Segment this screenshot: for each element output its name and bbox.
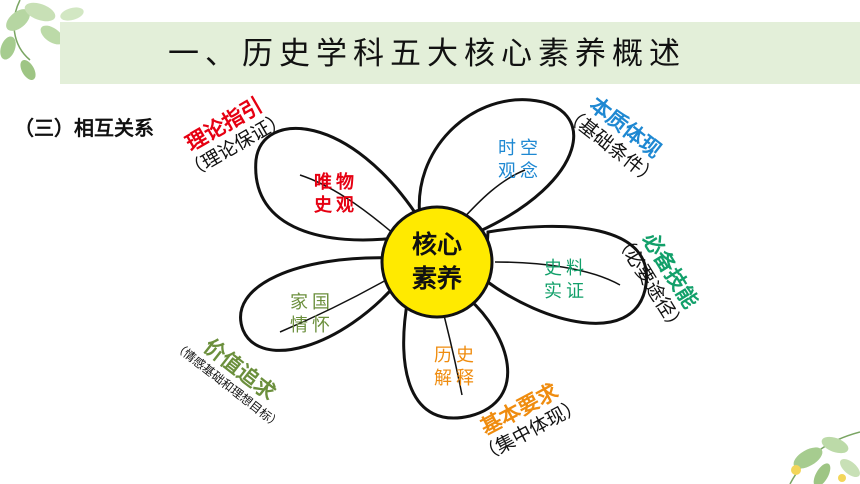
- center-line-2: 素养: [411, 263, 462, 293]
- petal-outline-5: [239, 256, 402, 352]
- title-band: [60, 22, 860, 84]
- petal-outline-4: [402, 296, 510, 420]
- petal-historical-materialism: 唯物史观: [314, 172, 358, 216]
- petal-outline-1: [254, 126, 423, 242]
- petal-historical-evidence: 史料实证: [544, 258, 588, 302]
- center-line-1: 核心: [411, 230, 462, 259]
- section-subtitle: （三）相互关系: [14, 116, 154, 140]
- petal-outline-3: [483, 224, 648, 325]
- center-circle: [380, 205, 494, 319]
- center-core-literacy: 核心 素养: [382, 228, 492, 296]
- petal-outline-2: [417, 98, 576, 234]
- petal-historical-interpretation: 历史解释: [434, 345, 478, 389]
- petal-space-time-concept: 时空观念: [498, 138, 542, 182]
- leaf-cluster-bottom-right: [789, 431, 860, 484]
- petal-national-sentiment: 家国情怀: [290, 292, 334, 336]
- slide-title: 一、历史学科五大核心素养概述: [168, 36, 686, 72]
